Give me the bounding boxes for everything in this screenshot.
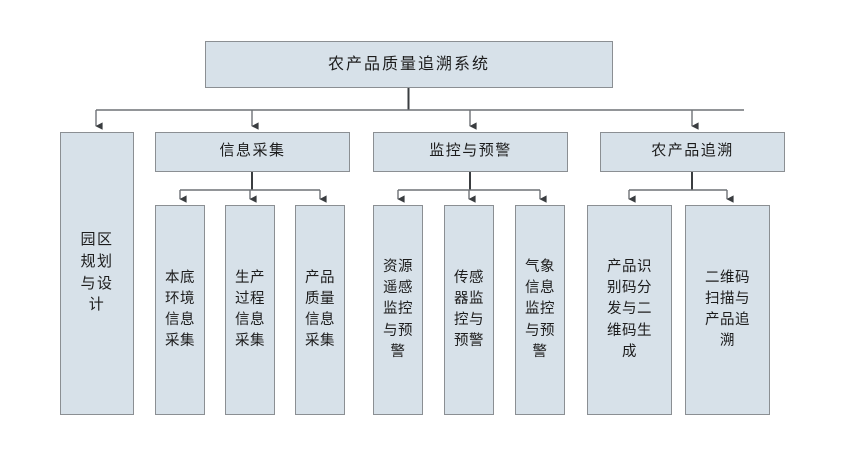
leaf-remote-sensing-monitoring-label: 资源遥感监控与预警 [383,259,413,360]
root-node[interactable]: 农产品质量追溯系统 [205,41,613,88]
node-monitoring-warning[interactable]: 监控与预警 [373,132,568,172]
leaf-product-code-distribution[interactable]: 产品识别码分发与二维码生成 [587,205,672,415]
leaf-qrcode-scan-trace-label: 二维码扫描与产品追溯 [705,269,750,350]
leaf-baseline-environment-info[interactable]: 本底环境信息采集 [155,205,205,415]
node-information-collection[interactable]: 信息采集 [155,132,350,172]
root-node-label: 农产品质量追溯系统 [327,55,490,73]
leaf-weather-info-monitoring-label: 气象信息监控与预警 [525,259,555,360]
node-park-planning-label: 园区规划与设计 [80,232,114,314]
leaf-production-process-info-label: 生产过程信息采集 [235,269,265,350]
node-traceability-label: 农产品追溯 [651,143,734,160]
leaf-qrcode-scan-trace[interactable]: 二维码扫描与产品追溯 [685,205,770,415]
node-monitoring-warning-label: 监控与预警 [429,143,512,160]
leaf-weather-info-monitoring[interactable]: 气象信息监控与预警 [515,205,565,415]
leaf-production-process-info[interactable]: 生产过程信息采集 [225,205,275,415]
leaf-product-quality-info-label: 产品质量信息采集 [305,269,335,350]
leaf-remote-sensing-monitoring[interactable]: 资源遥感监控与预警 [373,205,423,415]
leaf-sensor-monitoring[interactable]: 传感器监控与预警 [444,205,494,415]
leaf-product-quality-info[interactable]: 产品质量信息采集 [295,205,345,415]
leaf-sensor-monitoring-label: 传感器监控与预警 [454,269,484,350]
node-information-collection-label: 信息采集 [219,143,286,160]
node-traceability[interactable]: 农产品追溯 [600,132,785,172]
leaf-baseline-environment-info-label: 本底环境信息采集 [165,269,195,350]
node-park-planning[interactable]: 园区规划与设计 [60,132,134,415]
leaf-product-code-distribution-label: 产品识别码分发与二维码生成 [607,259,652,360]
